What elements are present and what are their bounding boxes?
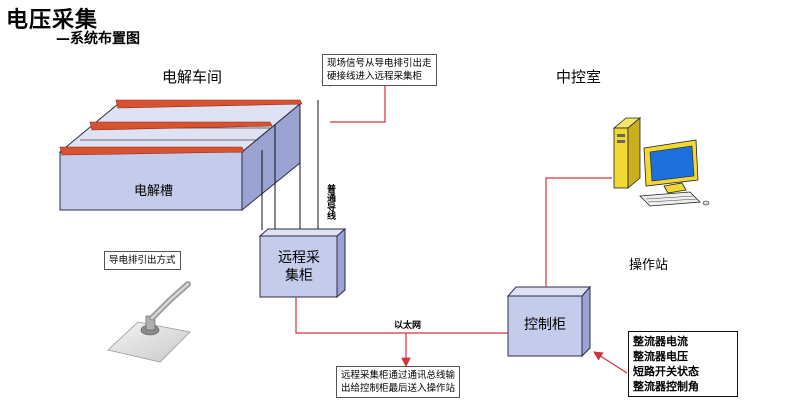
bus-callout-line1: 远程采集柜通过通讯总线输 <box>341 370 456 381</box>
workshop-label: 电解车间 <box>162 68 223 86</box>
signal-callout: 现场信号从导电排引出走 硬接线进入远程采集柜 <box>322 54 437 86</box>
ethernet-label: 以太网 <box>394 321 422 331</box>
status-item-rectifier-voltage: 整流器电压 <box>633 350 688 363</box>
status-item-control-angle: 整流器控制角 <box>633 380 699 393</box>
cable-type-label: 普通导线 <box>325 184 335 220</box>
status-item-short-switch: 短路开关状态 <box>633 365 699 378</box>
bus-callout: 远程采集柜通过通讯总线输 出给控制柜最后送入操作站 <box>336 366 461 398</box>
bus-callout-line2: 出给控制柜最后送入操作站 <box>341 383 456 394</box>
tank-label: 电解槽 <box>134 184 174 199</box>
busbar-connector-image <box>107 281 191 363</box>
busbar-rail-2 <box>89 121 273 131</box>
status-list: 整流器电流 整流器电压 短路开关状态 整流器控制角 <box>628 331 738 397</box>
operator-station-label: 操作站 <box>629 258 669 273</box>
remote-cabinet-label-line1: 远程采 <box>278 250 320 266</box>
remote-cabinet <box>258 227 347 299</box>
busbar-rail-3 <box>59 146 245 156</box>
busbar-method-callout: 导电排引出方式 <box>104 251 181 270</box>
signal-arrow <box>320 77 386 123</box>
control-cabinet-label: 控制柜 <box>524 317 566 333</box>
page-title: 电压采集 <box>6 8 99 33</box>
control-cabinet <box>506 285 592 358</box>
computer-icon <box>612 117 710 207</box>
remote-cabinet-label: 远程采 集柜 <box>262 249 336 285</box>
signal-callout-line2: 硬接线进入远程采集柜 <box>327 71 423 82</box>
ethernet-link <box>295 177 612 334</box>
signal-callout-line1: 现场信号从导电排引出走 <box>327 58 432 69</box>
remote-cabinet-label-line2: 集柜 <box>285 268 313 284</box>
page-subtitle: —系统布置图 <box>56 31 140 47</box>
status-arrow <box>592 351 628 374</box>
electrolysis-tank <box>58 99 303 212</box>
busbar-rail-1 <box>115 99 303 109</box>
control-room-label: 中控室 <box>556 68 602 86</box>
hard-wires <box>261 100 319 232</box>
status-item-rectifier-current: 整流器电流 <box>633 335 688 348</box>
